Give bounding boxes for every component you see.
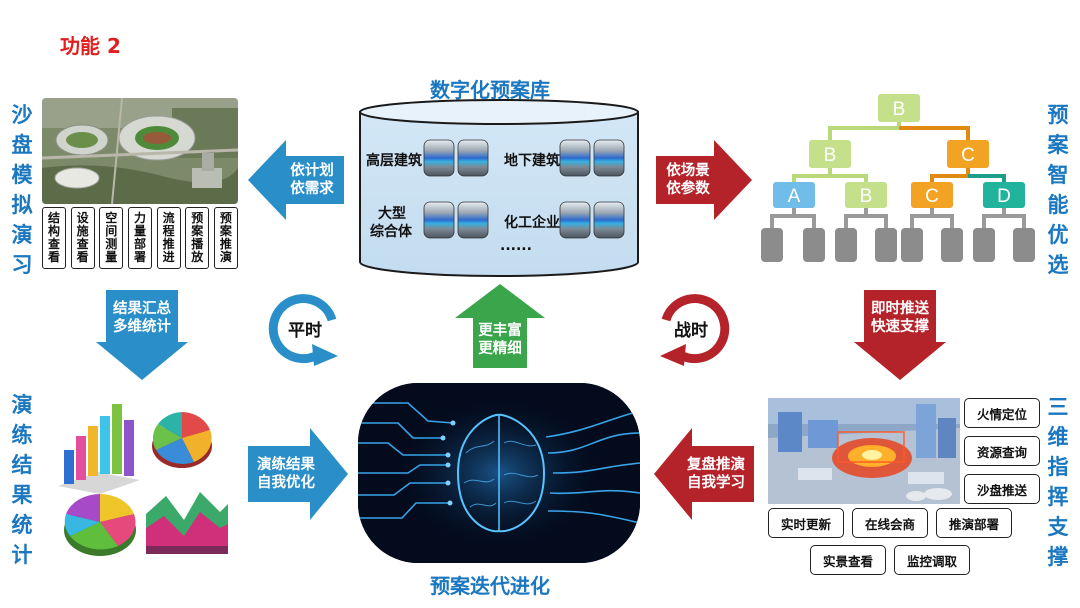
tree-label-b: B <box>860 186 873 207</box>
tree-leaf <box>973 228 995 262</box>
results-bar-chart <box>58 404 140 494</box>
peace-cycle: 平时 <box>262 286 348 372</box>
command-title: 三 维 指 挥 支 撑 <box>1047 395 1069 569</box>
tree-leaf <box>875 228 897 262</box>
tree-label-l1-right: C <box>961 145 975 166</box>
decision-tree: B B C A B C D <box>756 90 1042 270</box>
arrow-summary: 结果汇总多维统计 <box>96 290 188 380</box>
results-title: 演 练 结 果 统 计 <box>11 393 33 567</box>
sandtable-button-facility[interactable]: 设施查看 <box>70 207 95 269</box>
results-pie-chart-2 <box>64 494 136 556</box>
db-item-complex: 综合体 <box>370 224 412 240</box>
arrow-instant: 即时推送快速支撑 <box>854 290 946 380</box>
sandtable-push-button[interactable]: 沙盘推送 <box>964 474 1040 504</box>
sandtable-button-process[interactable]: 流程推进 <box>156 207 181 269</box>
monitor-access-button[interactable]: 监控调取 <box>894 545 970 575</box>
results-pie-chart-1 <box>152 412 212 468</box>
tree-label-root: B <box>893 99 906 120</box>
resource-query-button[interactable]: 资源查询 <box>964 436 1040 466</box>
results-area-chart <box>146 492 228 554</box>
tree-node-root <box>878 94 920 122</box>
db-item-large: 大型 <box>378 206 406 222</box>
live-view-button[interactable]: 实景查看 <box>810 545 886 575</box>
tree-leaf <box>761 228 783 262</box>
sandtable-button-measure[interactable]: 空间测量 <box>99 207 124 269</box>
db-item-underground: 地下建筑 <box>504 153 560 169</box>
sandtable-button-structure[interactable]: 结构查看 <box>42 207 66 269</box>
arrow-by-plan: 依计划依需求 <box>248 140 344 220</box>
tree-node-l2-c <box>911 182 953 208</box>
tree-leaf <box>835 228 857 262</box>
brain-image <box>358 383 640 563</box>
war-cycle: 战时 <box>650 286 736 372</box>
tree-label-d: D <box>997 186 1011 207</box>
tree-node-l1-left <box>809 140 851 168</box>
arrow-drill: 演练结果自我优化 <box>248 428 348 520</box>
tree-leaf <box>941 228 963 262</box>
sandtable-title: 沙 盘 模 拟 演 习 <box>11 103 33 277</box>
smart-title: 预 案 智 能 优 选 <box>1047 103 1069 277</box>
tree-label-c: C <box>925 186 939 207</box>
tree-leaf <box>1013 228 1035 262</box>
peace-label: 平时 <box>288 321 322 341</box>
arrow-by-scene: 依场景依参数 <box>656 140 752 220</box>
tree-label-l1-left: B <box>824 145 837 166</box>
arrow-richer: 更丰富更精细 <box>455 284 545 368</box>
tree-node-l1-right <box>947 140 989 168</box>
command-3d-scene <box>768 398 960 504</box>
function-label: 功能 2 <box>60 34 121 58</box>
iteration-title: 预案迭代进化 <box>430 574 550 598</box>
tree-leaf <box>803 228 825 262</box>
db-item-more: ...... <box>500 238 532 254</box>
database-title: 数字化预案库 <box>430 78 550 102</box>
arrow-review: 复盘推演自我学习 <box>654 428 754 520</box>
tree-node-l2-d <box>983 182 1025 208</box>
db-item-high-rise: 高层建筑 <box>366 153 422 169</box>
fire-locate-button[interactable]: 火情定位 <box>964 398 1040 428</box>
results-charts <box>50 396 234 566</box>
sandtable-image <box>42 98 238 204</box>
db-item-chemical: 化工企业 <box>504 215 560 231</box>
tree-label-a: A <box>788 186 801 207</box>
simulate-deploy-button[interactable]: 推演部署 <box>936 508 1012 538</box>
realtime-update-button[interactable]: 实时更新 <box>768 508 844 538</box>
tree-leaf <box>901 228 923 262</box>
sandtable-button-deploy[interactable]: 力量部署 <box>127 207 152 269</box>
tree-node-l2-a <box>773 182 815 208</box>
war-label: 战时 <box>674 321 708 341</box>
sandtable-button-play[interactable]: 预案播放 <box>185 207 210 269</box>
sandtable-buttons: 结构查看 设施查看 空间测量 力量部署 流程推进 预案播放 预案推演 <box>42 207 238 269</box>
database-cylinder <box>358 98 640 278</box>
sandtable-button-simulate[interactable]: 预案推演 <box>213 207 238 269</box>
tree-node-l2-b <box>845 182 887 208</box>
online-consult-button[interactable]: 在线会商 <box>852 508 928 538</box>
